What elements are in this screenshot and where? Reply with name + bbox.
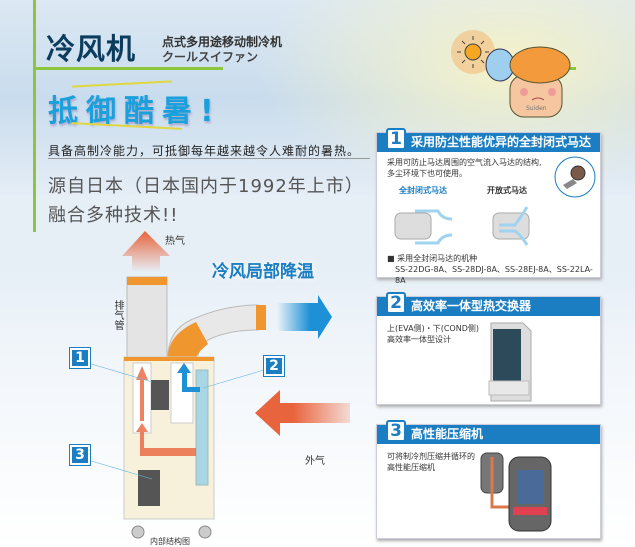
wheel [131, 525, 145, 539]
exhaust-pipe-label: 排气管 [112, 300, 123, 330]
hot-air-arrow [122, 231, 170, 272]
page-title: 冷风机 [46, 32, 137, 66]
green-accent-vertical [33, 0, 36, 232]
subtitle-cn: 点式多用途移动制冷机 [162, 35, 283, 49]
svg-text:Suiden: Suiden [526, 105, 547, 112]
internal-structure-diagram [87, 231, 350, 539]
cool-air-label: 冷风局部降温 [212, 262, 314, 282]
callout-2: 2 [263, 355, 285, 377]
outside-air-arrow [255, 390, 350, 436]
open-motor-label: 开放式马达 [487, 186, 527, 195]
internal-cool-arrow [177, 363, 200, 392]
sealed-motor-label: 全封闭式马达 [399, 186, 447, 195]
feature-number: 3 [386, 420, 406, 442]
callout-3: 3 [69, 444, 91, 466]
models-title: ■ 采用全封闭马达的机种 [387, 254, 478, 263]
callout-1: 1 [69, 347, 91, 369]
compressor [138, 470, 160, 506]
feature-text: 可将制冷剂压缩并循环的 高性能压缩机 [387, 452, 475, 472]
cool-air-arrow [277, 295, 332, 339]
feature-panel-1: 1 采用防尘性能优异的全封闭式马达 采用可防止马达周围的空气流入马达的结构, 多尘… [376, 128, 601, 285]
exhaust-pipe [126, 276, 168, 358]
feature-header: 3 高性能压缩机 [377, 420, 600, 444]
feature-title: 高效率一体型热交换器 [411, 299, 532, 313]
heat-exchanger-photo [488, 322, 532, 402]
feature-text: 采用可防止马达周围的空气流入马达的结构, 多尘环境下也可使用。 [387, 158, 542, 178]
wheel [198, 525, 212, 539]
feature-title: 高性能压缩机 [411, 427, 484, 441]
feature-number: 1 [386, 128, 406, 150]
headline-line-2: 融合多种技术!! [48, 205, 179, 226]
feature-number: 2 [386, 292, 406, 314]
mascot-illustration: Suiden [451, 30, 571, 118]
hot-air-label: 热气 [165, 236, 185, 247]
green-accent-right [566, 67, 576, 70]
headline-line-1: 源自日本（日本国内于1992年上市） [48, 176, 364, 197]
feature-header: 2 高效率一体型热交换器 [377, 292, 600, 316]
compressor-photo [480, 452, 552, 532]
subtitle-jp: クールスイファン [162, 50, 259, 64]
outside-air-label: 外气 [305, 456, 325, 467]
green-accent-horizontal [33, 67, 223, 70]
motor-illustrations [394, 206, 530, 246]
diagram-caption: 内部结构图 [150, 537, 190, 546]
feature-panel-2: 2 高效率一体型热交换器 上(EVA侧)・下(COND侧) 高效率一体型设计 [376, 292, 601, 405]
divider [48, 158, 370, 159]
description: 具备高制冷能力，可抵御每年越来越令人难耐的暑热。 [48, 144, 361, 158]
feature-text: 上(EVA侧)・下(COND侧) 高效率一体型设计 [387, 324, 479, 344]
feature-title: 采用防尘性能优异的全封闭式马达 [411, 135, 592, 149]
sealed-motor [394, 212, 432, 240]
feature-panel-3: 3 高性能压缩机 可将制冷剂压缩并循环的 高性能压缩机 [376, 420, 601, 539]
feature-header: 1 采用防尘性能优异的全封闭式马达 [377, 128, 600, 152]
models-list: SS-22DG-8A、SS-28DJ-8A、SS-28EJ-8A、SS-22LA… [395, 265, 593, 285]
motor-photo [554, 156, 596, 198]
